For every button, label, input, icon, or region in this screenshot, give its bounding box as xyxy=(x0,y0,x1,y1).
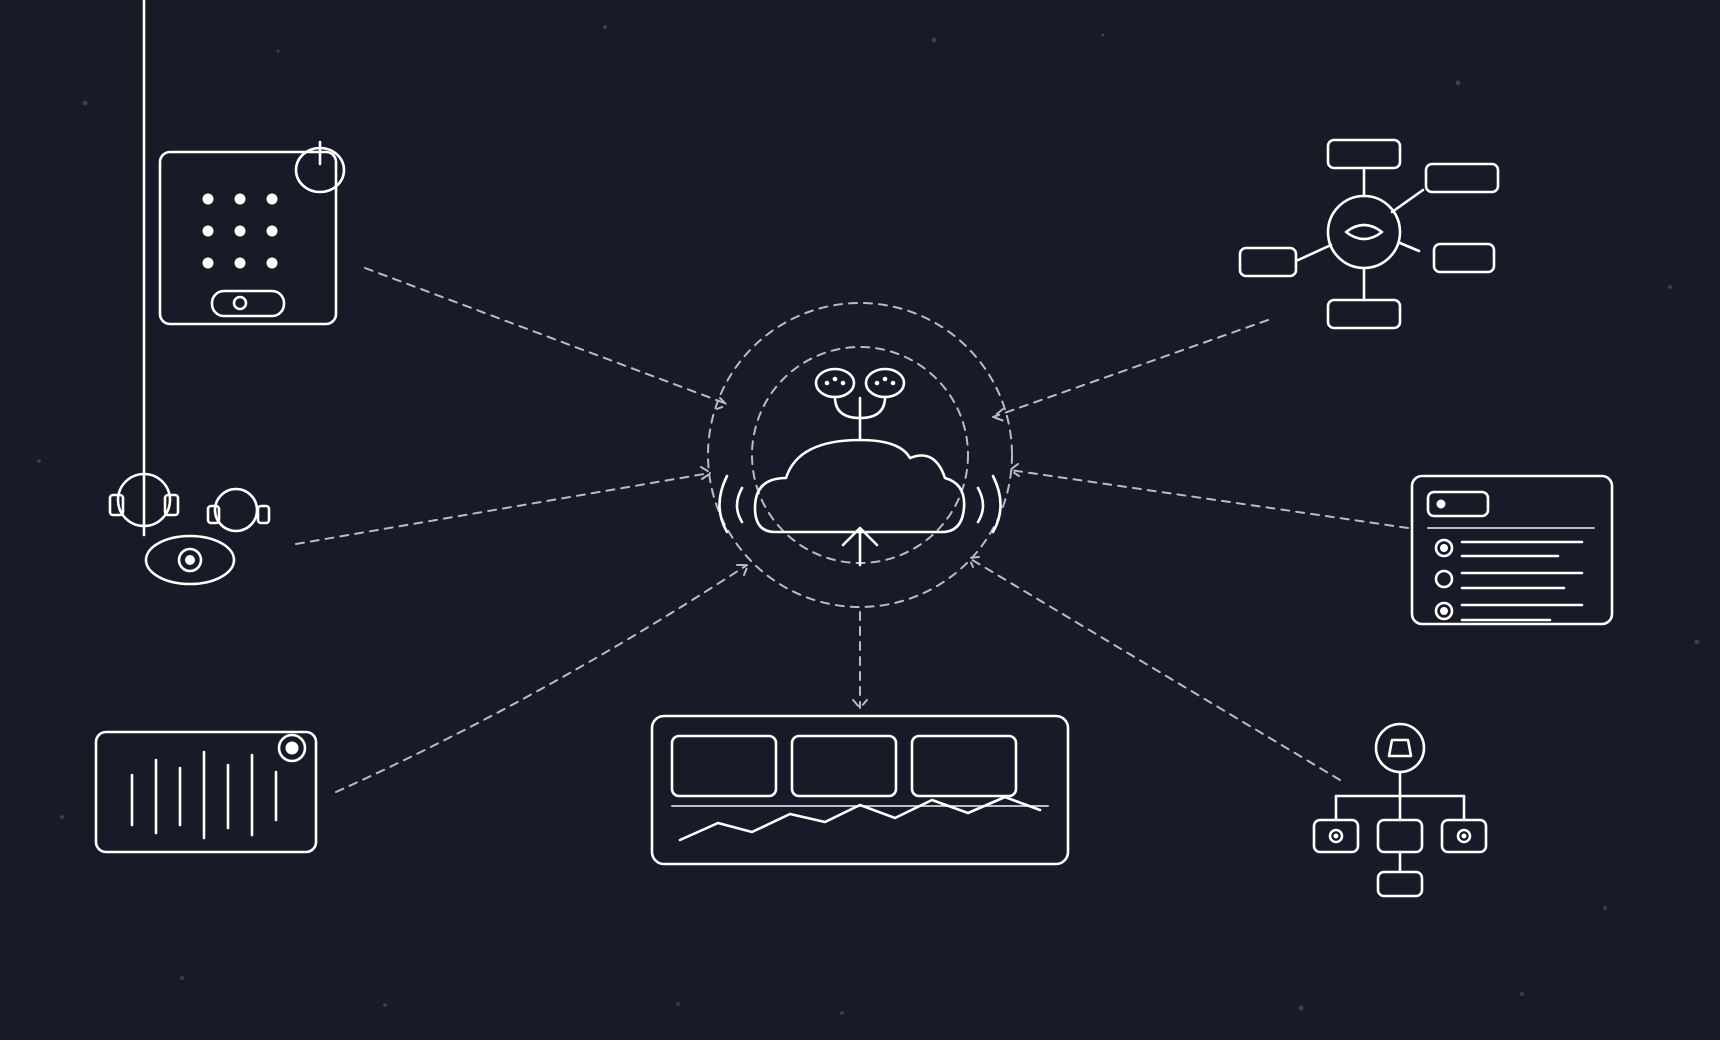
star xyxy=(1298,1005,1304,1011)
bottom-strip xyxy=(0,1040,1720,1060)
connectors xyxy=(295,267,1409,793)
headset-ear xyxy=(108,493,125,517)
headset-users-with-eye-icon xyxy=(108,472,271,586)
headset-ear xyxy=(256,504,271,525)
eye-outline xyxy=(144,534,236,586)
star xyxy=(931,37,937,43)
user-head-left xyxy=(116,472,172,528)
checklist-header-pill xyxy=(1426,490,1490,518)
eye-network-icon xyxy=(1238,138,1500,330)
radio-option xyxy=(1434,538,1454,558)
star xyxy=(676,1002,680,1006)
tree-node-dot xyxy=(1328,828,1344,844)
checklist-window xyxy=(1410,474,1614,626)
arrowhead xyxy=(716,397,729,410)
dashboard-card xyxy=(910,734,1018,798)
connector-keypad xyxy=(364,267,728,405)
checklist-filled-dots xyxy=(1436,499,1448,615)
keypad-panel-icon xyxy=(142,0,346,537)
star xyxy=(37,459,41,463)
dashboard-card xyxy=(670,734,778,798)
tree-child-right xyxy=(1440,818,1488,854)
headset-ear xyxy=(163,493,180,517)
star xyxy=(1520,992,1524,996)
twin-chat-bubbles-icon xyxy=(814,367,906,442)
star-field xyxy=(37,25,1700,1015)
star xyxy=(383,1003,387,1007)
dashboard-chart-icon xyxy=(650,714,1070,866)
record-button xyxy=(277,733,307,763)
hierarchy-tree-icon xyxy=(1312,722,1488,898)
waveform-panel-icon xyxy=(94,730,318,854)
radio-option xyxy=(1434,569,1454,589)
star xyxy=(603,25,607,29)
connector-people xyxy=(295,472,711,545)
root-icon xyxy=(1387,738,1413,758)
star xyxy=(1455,80,1461,86)
connector-checklist xyxy=(1009,469,1409,529)
star xyxy=(1603,906,1607,910)
network-eye xyxy=(1344,223,1384,241)
keypad-button xyxy=(232,295,248,311)
tree-child-left xyxy=(1312,818,1360,854)
keypad-body xyxy=(158,150,338,326)
network-box-top-right xyxy=(1424,162,1500,194)
star xyxy=(276,49,280,53)
radio-list-window-icon xyxy=(1410,474,1614,626)
connector-audio xyxy=(335,564,748,793)
connector-mindmap xyxy=(992,319,1269,418)
eye-pupil xyxy=(185,555,195,565)
keypad-slot xyxy=(210,289,286,318)
eye-iris xyxy=(177,547,203,573)
connector-orgtree xyxy=(968,557,1341,781)
audio-panel-body xyxy=(94,730,318,854)
star xyxy=(82,100,88,106)
dashboard-frame xyxy=(650,714,1070,866)
arrowhead xyxy=(852,699,868,710)
record-dot xyxy=(285,741,299,755)
hub-outer-ring xyxy=(707,302,1013,608)
dashboard-trend-line xyxy=(678,795,1042,842)
arrowhead xyxy=(1008,463,1020,477)
cloud-upload-icon xyxy=(753,438,966,567)
headset-ear xyxy=(206,504,221,525)
star xyxy=(840,1011,844,1015)
tree-node-dot xyxy=(1456,828,1472,844)
dashboard-card xyxy=(790,734,898,798)
star xyxy=(1101,33,1105,37)
star xyxy=(60,815,64,819)
star xyxy=(1694,639,1700,645)
central-hub xyxy=(707,302,1013,608)
radio-option xyxy=(1434,601,1454,621)
star xyxy=(1668,285,1672,289)
signal-waves xyxy=(718,474,1002,534)
star xyxy=(180,976,184,980)
network-box-right xyxy=(1432,242,1496,274)
keypad-dots xyxy=(202,193,278,269)
arrowhead xyxy=(990,408,1005,422)
arrowhead xyxy=(967,556,980,568)
bubble-dots xyxy=(824,376,896,386)
arrowhead xyxy=(700,466,713,480)
tree-inner-dots xyxy=(1333,833,1467,839)
tree-leaf xyxy=(1376,870,1424,898)
arrowhead xyxy=(736,564,750,576)
